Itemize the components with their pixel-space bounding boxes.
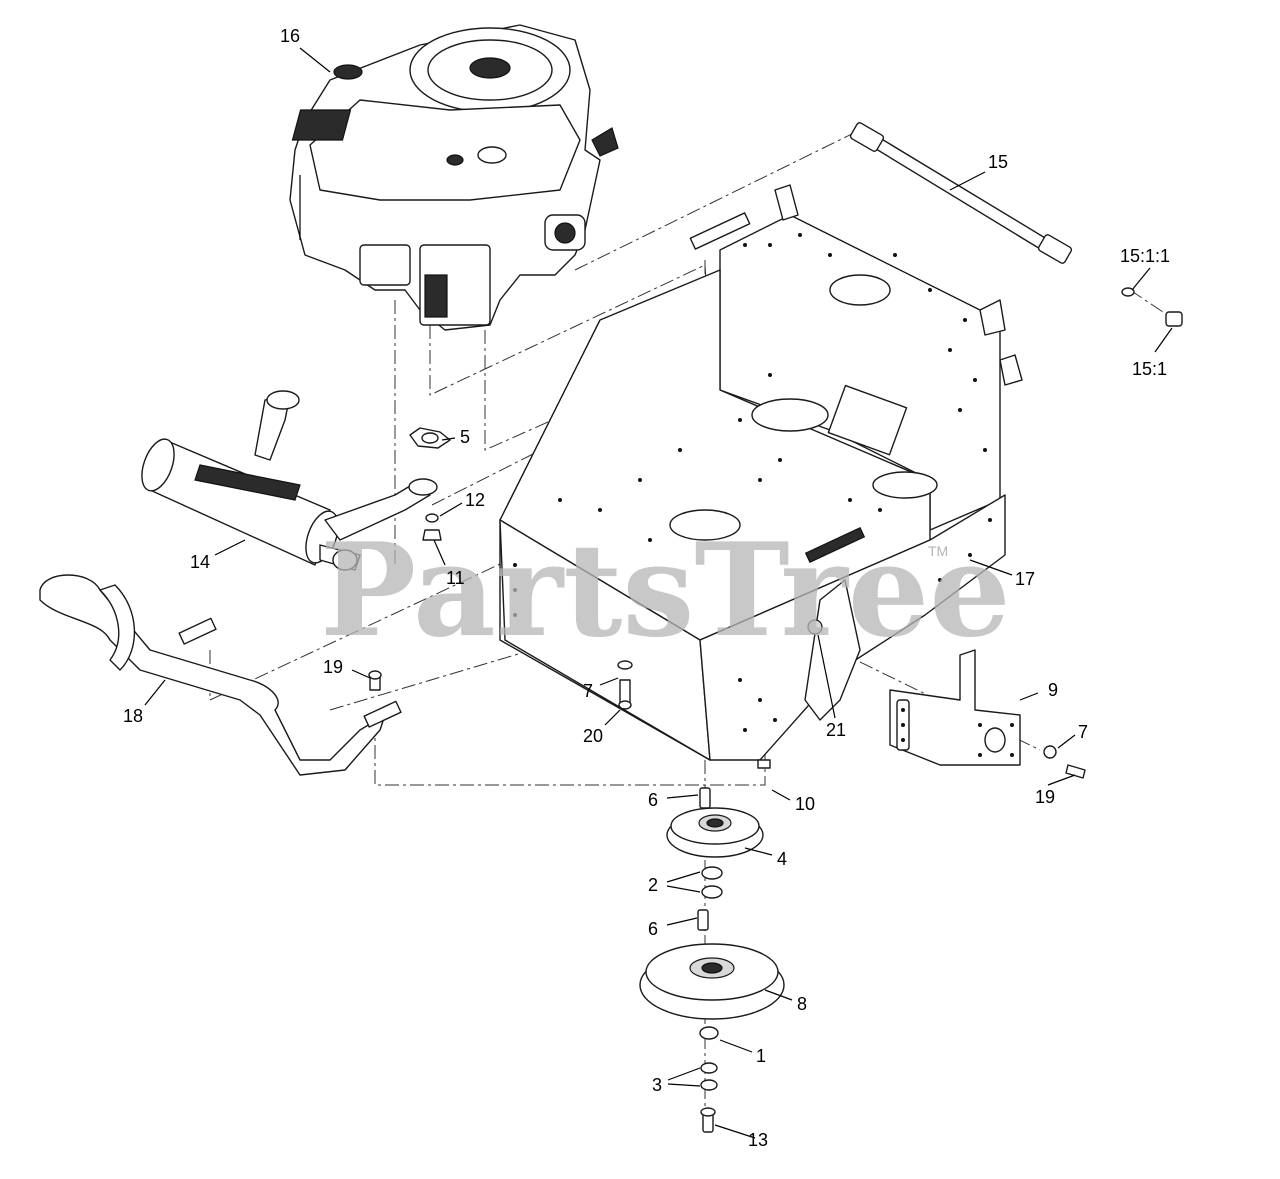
callout-7-right: 7 xyxy=(1078,722,1088,742)
washer-and-nut xyxy=(422,513,442,541)
callout-21: 21 xyxy=(826,720,846,740)
callout-3: 3 xyxy=(652,1075,662,1095)
callout-19-top: 19 xyxy=(323,657,343,677)
callout-4: 4 xyxy=(777,849,787,869)
callout-7-left: 7 xyxy=(583,681,593,701)
callout-2: 2 xyxy=(648,875,658,895)
callout-10: 10 xyxy=(795,794,815,814)
gasket xyxy=(409,427,451,449)
callout-5: 5 xyxy=(460,427,470,447)
muffler xyxy=(141,390,438,571)
handle-bar xyxy=(39,574,402,776)
callout-15-1-1: 15:1:1 xyxy=(1120,246,1170,266)
callout-13: 13 xyxy=(748,1130,768,1150)
trademark-symbol: TM xyxy=(928,543,948,559)
callout-19-right: 19 xyxy=(1035,787,1055,807)
callout-1: 1 xyxy=(756,1046,766,1066)
engine xyxy=(289,24,619,331)
fasteners xyxy=(368,619,1086,779)
pulley-stack xyxy=(639,787,785,1133)
callout-11: 11 xyxy=(446,568,465,588)
callout-12: 12 xyxy=(465,490,485,510)
callout-15: 15 xyxy=(988,152,1008,172)
callout-16: 16 xyxy=(280,26,300,46)
callout-18: 18 xyxy=(123,706,143,726)
watermark-text: PartsTree xyxy=(320,516,1011,666)
callout-9: 9 xyxy=(1048,680,1058,700)
leader-lines xyxy=(144,47,1173,1139)
oil-drain-hose xyxy=(849,122,1183,327)
callout-15-1: 15:1 xyxy=(1132,359,1167,379)
callout-8: 8 xyxy=(797,994,807,1014)
partstree-watermark: PartsTree TM xyxy=(320,516,1011,666)
mower-frame xyxy=(499,184,1023,761)
callout-6-bottom: 6 xyxy=(648,919,658,939)
mount-bracket xyxy=(889,649,1021,766)
callout-20: 20 xyxy=(583,726,603,746)
callout-17: 17 xyxy=(1015,569,1035,589)
callout-labels: 16 15 15:1:1 15:1 5 12 14 11 17 19 7 9 1… xyxy=(123,26,1170,1150)
callout-14: 14 xyxy=(190,552,210,572)
callout-6-top: 6 xyxy=(648,790,658,810)
